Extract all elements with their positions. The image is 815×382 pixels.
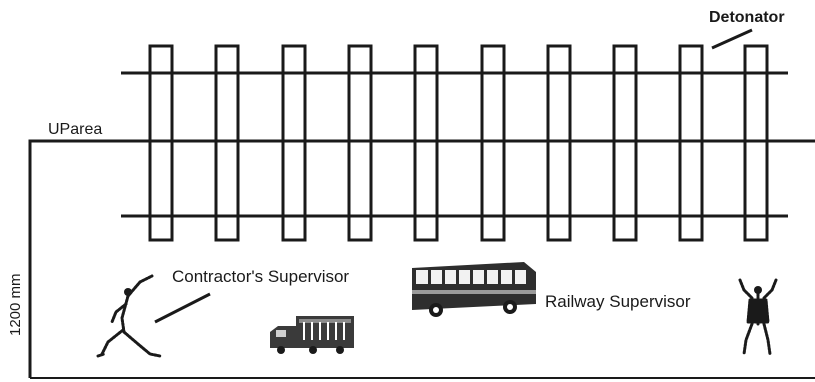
- sleeper: [678, 44, 704, 242]
- detonator-label: Detonator: [709, 9, 785, 26]
- bus-icon: [412, 262, 536, 317]
- sleeper: [743, 44, 769, 242]
- contractors-supervisor-pointer: [154, 292, 211, 324]
- worker-figure-icon: [96, 274, 162, 358]
- detonator-pointer: [711, 28, 753, 50]
- sleeper: [148, 44, 174, 242]
- railway-supervisor-label: Railway Supervisor: [545, 292, 691, 311]
- sleeper: [413, 44, 439, 242]
- sleeper: [281, 44, 307, 242]
- sleeper: [612, 44, 638, 242]
- sleepers: [148, 44, 769, 242]
- dimension-label: 1200 mm: [7, 273, 24, 336]
- up-area-label: UParea: [48, 121, 102, 138]
- contractors-supervisor-label: Contractor's Supervisor: [172, 267, 349, 286]
- flagman-figure-icon: [738, 278, 778, 356]
- area-boundary-line: [28, 139, 815, 378]
- sleeper: [480, 44, 506, 242]
- sleeper: [214, 44, 240, 242]
- sleeper: [347, 44, 373, 242]
- sleeper: [546, 44, 572, 242]
- truck-icon: [270, 316, 354, 354]
